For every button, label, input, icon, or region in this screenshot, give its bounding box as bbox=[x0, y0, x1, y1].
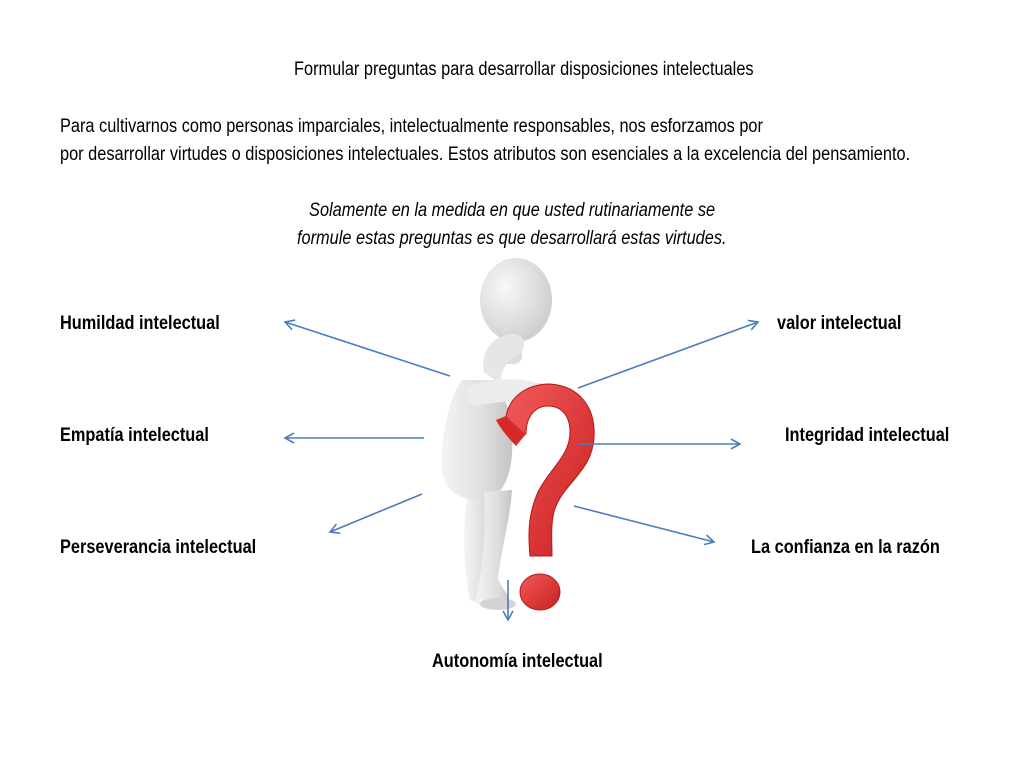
arrow-perseverancia bbox=[328, 493, 423, 534]
label-confianza: La confianza en la razón bbox=[751, 537, 940, 558]
question-mark-icon bbox=[496, 383, 595, 611]
label-perseverancia: Perseverancia intelectual bbox=[60, 537, 257, 558]
arrow-humildad bbox=[283, 319, 451, 377]
arrows bbox=[283, 319, 760, 622]
arrow-valor bbox=[577, 319, 760, 389]
note-line-1: Solamente en la medida en que usted ruti… bbox=[308, 200, 716, 221]
person-figure bbox=[441, 258, 554, 610]
intro-line-2: por desarrollar virtudes o disposiciones… bbox=[60, 144, 911, 165]
label-valor: valor intelectual bbox=[777, 313, 902, 334]
note-line-2: formule estas preguntas es que desarroll… bbox=[297, 228, 727, 249]
note-line-2-wrap: formule estas preguntas es que desarroll… bbox=[0, 227, 1024, 251]
label-integridad: Integridad intelectual bbox=[785, 425, 950, 446]
label-humildad: Humildad intelectual bbox=[60, 313, 220, 334]
note-line-1-wrap: Solamente en la medida en que usted ruti… bbox=[0, 199, 1024, 223]
page-title: Formular preguntas para desarrollar disp… bbox=[294, 59, 754, 80]
label-autonomia: Autonomía intelectual bbox=[432, 651, 603, 672]
intro-line-1: Para cultivarnos como personas imparcial… bbox=[60, 116, 763, 137]
arrow-confianza bbox=[573, 505, 716, 546]
label-empatia: Empatía intelectual bbox=[60, 425, 209, 446]
